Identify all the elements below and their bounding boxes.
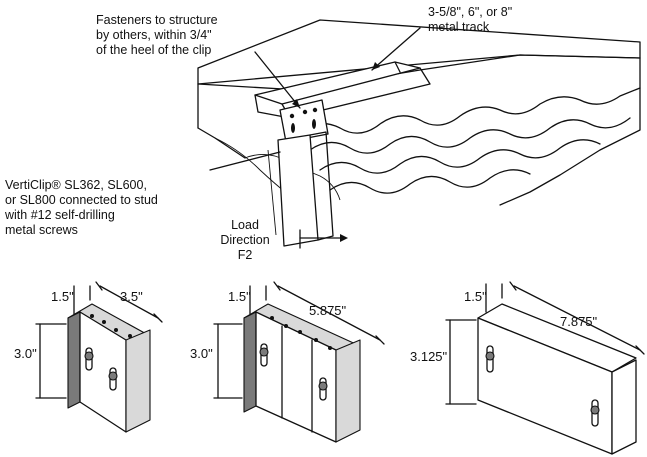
fasteners-callout: Fasteners to structure by others, within… [96, 13, 218, 58]
clip1-height-dimension: 3.0" [14, 346, 37, 361]
clip2-slot-left [259, 343, 269, 367]
fasteners-line-3: of the heel of the clip [96, 43, 212, 57]
clip3-slot-left [485, 345, 495, 373]
deck-assembly [197, 19, 641, 249]
load-line-1: Load [231, 218, 259, 232]
clip-sl362-drawing [35, 281, 163, 433]
track-line-2: metal track [428, 20, 490, 34]
verticlip-leader [209, 151, 281, 171]
clip3-width-dimension: 7.875" [560, 314, 598, 329]
clip2-flange-dimension: 1.5" [228, 289, 251, 304]
verticlip-line-2: or SL800 connected to stud [5, 193, 158, 207]
clip1-flange-dimension: 1.5" [51, 289, 74, 304]
clip1-slot-left [84, 347, 94, 371]
clip-sl600-drawing [213, 281, 385, 443]
verticlip-line-3: with #12 self-drilling [5, 208, 115, 222]
fasteners-line-1: Fasteners to structure [96, 13, 218, 27]
load-direction-callout: Load Direction F2 [217, 218, 273, 263]
load-line-3: F2 [237, 248, 253, 262]
fasteners-leader [254, 51, 301, 109]
deck-corrugation-top [299, 87, 641, 134]
verticlip-line-4: metal screws [5, 223, 78, 237]
clip1-width-dimension: 3.5" [120, 289, 143, 304]
track-callout: 3-5/8", 6", or 8" metal track [428, 5, 512, 35]
clip3-flange-dimension: 1.5" [464, 289, 487, 304]
clip2-width-dimension: 5.875" [309, 303, 347, 318]
clip2-height-dimension: 3.0" [190, 346, 213, 361]
track-leader [371, 27, 421, 71]
fasteners-line-2: by others, within 3/4" [96, 28, 212, 42]
load-line-2: Direction [220, 233, 270, 247]
clip-sl800-drawing [445, 281, 645, 455]
clip2-slot-right [318, 377, 328, 401]
clip3-slot-right [590, 399, 600, 427]
verticlip-callout: VertiClip® SL362, SL600, or SL800 connec… [5, 178, 158, 238]
track-line-1: 3-5/8", 6", or 8" [428, 5, 513, 19]
stud [277, 134, 319, 247]
clip3-height-dimension: 3.125" [410, 349, 448, 364]
clip1-slot-right [108, 367, 118, 391]
verticlip-line-1: VertiClip® SL362, SL600, [5, 178, 147, 192]
